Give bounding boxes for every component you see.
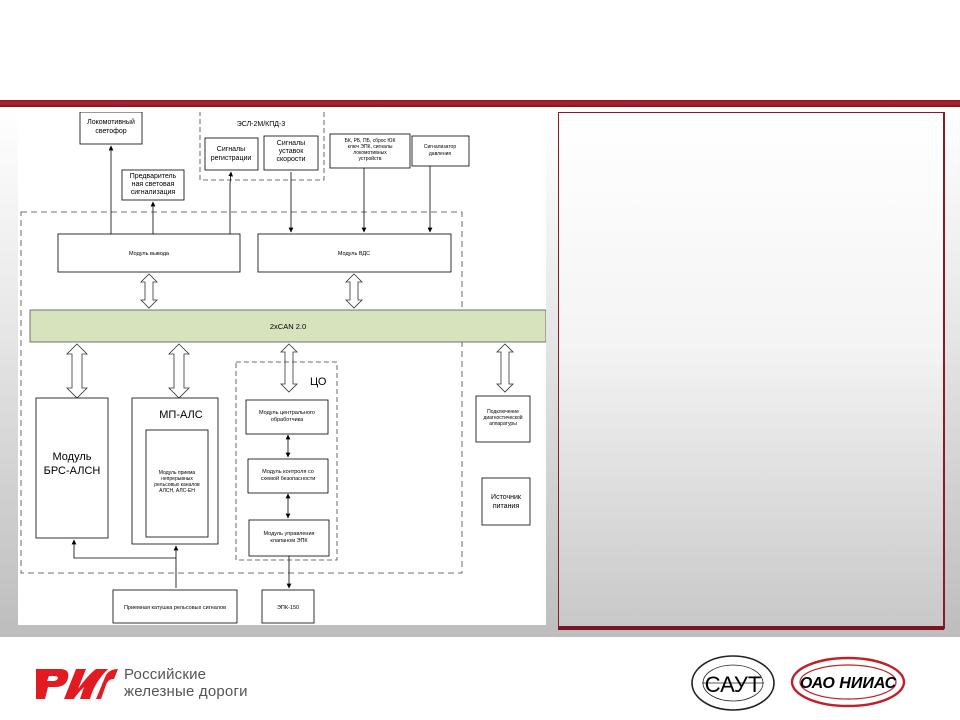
- epk150-label: ЭПК-150: [277, 605, 299, 611]
- co-module3-box: [248, 519, 330, 557]
- panel-bottom-rule: [558, 626, 944, 630]
- rzd-name-line1: Российские: [124, 666, 207, 683]
- bk-signals-box: [329, 133, 411, 169]
- co-label: ЦО: [310, 376, 327, 388]
- header-rule: [0, 100, 960, 107]
- can-bus-label: 2xCAN 2.0: [270, 322, 306, 331]
- signaly-ust-box: [263, 135, 319, 171]
- niias-logo-text: ОАО НИИАС: [800, 675, 897, 692]
- modul-vyvoda-label: Модуль вывода: [129, 251, 170, 257]
- bus-connector-mpals: [168, 343, 190, 399]
- mp-als-label: МП-АЛС: [159, 409, 203, 421]
- signal-lines: [71, 145, 433, 589]
- bus-connector-diag: [496, 343, 514, 393]
- predvar-box: [121, 169, 185, 201]
- can-bus: [29, 309, 547, 343]
- saut-logo-text: САУТ: [705, 672, 762, 697]
- rzd-logo-icon: [36, 669, 118, 699]
- rzd-name: Российские железные дороги: [124, 666, 248, 700]
- bus-connector-vyvoda: [140, 273, 158, 309]
- co-module1-box: [245, 399, 329, 435]
- saut-logo: САУТ: [690, 654, 776, 712]
- signaly-reg-box: [204, 137, 259, 171]
- katushka-label: Приемная катушка рельсовых сигналов: [124, 605, 226, 611]
- main-unit-boundary: [20, 211, 463, 574]
- modul-priema-box: [145, 429, 209, 538]
- co-module2-box: [247, 458, 329, 494]
- bus-connector-brs: [66, 343, 88, 399]
- bus-connector-vds: [345, 273, 363, 309]
- lok-svetofor-box: [79, 111, 143, 145]
- epk150-box: [261, 589, 315, 624]
- modul-brs-box: [35, 397, 109, 539]
- rzd-name-line2: железные дороги: [124, 683, 248, 700]
- esl-group-boundary: [199, 107, 325, 181]
- slide-title-area: [0, 0, 960, 100]
- rzd-logo: [34, 665, 118, 701]
- esl-group-label: ЭСЛ-2М/КПД-3: [237, 121, 286, 128]
- niias-logo: ОАО НИИАС: [790, 656, 906, 708]
- podkl-diag-box: [475, 395, 531, 443]
- istochnik-box: [481, 477, 531, 526]
- modul-vds-box: [257, 233, 452, 273]
- katushka-box: [112, 589, 238, 624]
- co-group-boundary: [235, 361, 338, 561]
- signalizator-box: [411, 135, 470, 167]
- modul-vyvoda-box: [57, 233, 241, 273]
- bus-connector-co: [280, 343, 298, 393]
- text-panel: [558, 112, 945, 629]
- saut-logo-icon: САУТ: [691, 655, 775, 711]
- modul-vds-label: Модуль ВДС: [338, 251, 370, 257]
- niias-logo-icon: ОАО НИИАС: [790, 656, 906, 708]
